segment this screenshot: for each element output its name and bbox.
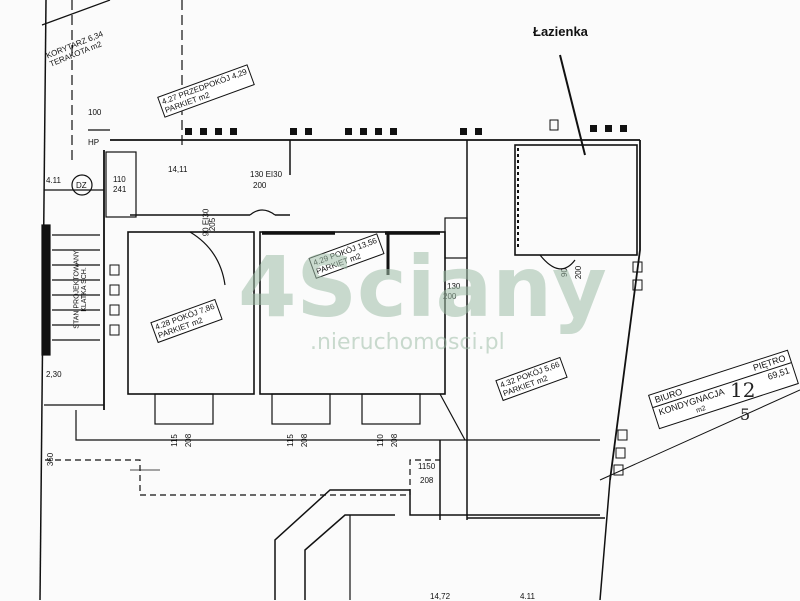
courtyard-inner <box>304 514 395 600</box>
handwritten-5: 5 <box>740 405 751 424</box>
label-411a: 4.11 <box>46 176 61 185</box>
window-markers-side <box>109 261 643 476</box>
stair-rail <box>41 224 51 356</box>
door-label-241: 241 <box>113 185 127 194</box>
stairs-label-2: KLATKA SCH. <box>80 267 88 312</box>
win-label-3b: 208 <box>390 433 400 448</box>
bathroom-outline <box>514 144 638 256</box>
bath-door-arc <box>539 254 576 270</box>
east-wall-lower <box>599 479 611 600</box>
dashed-balcony <box>45 459 440 496</box>
bay-1 <box>154 393 214 425</box>
pokoj-428-unit: m2 <box>190 315 205 328</box>
bathroom-annotation: Łazienka <box>533 24 588 39</box>
watermark-url: .nieruchomosci.pl <box>310 330 505 355</box>
win-label-1a: 115 <box>169 434 179 447</box>
win-label-3a: 110 <box>375 434 385 447</box>
door-label-100: 100 <box>88 108 102 117</box>
win-label-4b: 208 <box>420 476 434 485</box>
diagonal-boundary <box>599 389 800 481</box>
pokoj-428-area: 7,86 <box>198 301 216 316</box>
dz-circle <box>71 174 93 196</box>
window-markers <box>185 119 627 135</box>
bathroom-pointer <box>559 54 586 156</box>
door-label-200b: 200 <box>443 292 457 301</box>
label-hp: HP <box>88 138 100 147</box>
label-360: 360 <box>46 452 56 467</box>
door-label-205: 205 <box>208 217 218 232</box>
corridor-diagonal <box>41 0 111 26</box>
win-label-2a: 115 <box>285 434 295 447</box>
przedpokoj-area: 4,29 <box>230 67 249 81</box>
bay-3 <box>361 393 421 425</box>
door-label-130ei30: 130 EI30 <box>250 170 283 179</box>
entry-door-frame <box>105 151 137 218</box>
east-wall <box>609 140 641 481</box>
stair-treads <box>52 234 100 341</box>
pokoj-432-area: 5,66 <box>543 359 561 374</box>
watermark-brand: 4Sciany <box>238 238 607 336</box>
label-230: 2,30 <box>46 370 62 379</box>
bay-2 <box>271 393 331 425</box>
door-arc-1 <box>249 209 276 216</box>
room-429-outline <box>259 231 446 395</box>
win-label-4a: 1150 <box>418 462 436 471</box>
label-411b: 4.11 <box>520 592 535 601</box>
facade-line <box>75 410 600 441</box>
label-1411: 14,11 <box>168 165 188 174</box>
door-label-110: 110 <box>113 175 126 184</box>
door-label-200a: 200 <box>253 181 267 190</box>
door-label-130: 130 <box>447 282 461 291</box>
label-1472: 14,72 <box>430 592 451 601</box>
dz-label: DZ <box>76 181 87 190</box>
pokoj-432-unit: m2 <box>535 373 550 386</box>
door-arc-428 <box>189 231 226 286</box>
handwritten-12: 12 <box>730 378 756 402</box>
przedpokoj-unit: m2 <box>197 90 211 103</box>
courtyard-outer <box>274 489 600 600</box>
win-label-2b: 208 <box>300 433 310 448</box>
win-label-1b: 208 <box>184 433 194 448</box>
bay-diagonal <box>439 393 466 441</box>
